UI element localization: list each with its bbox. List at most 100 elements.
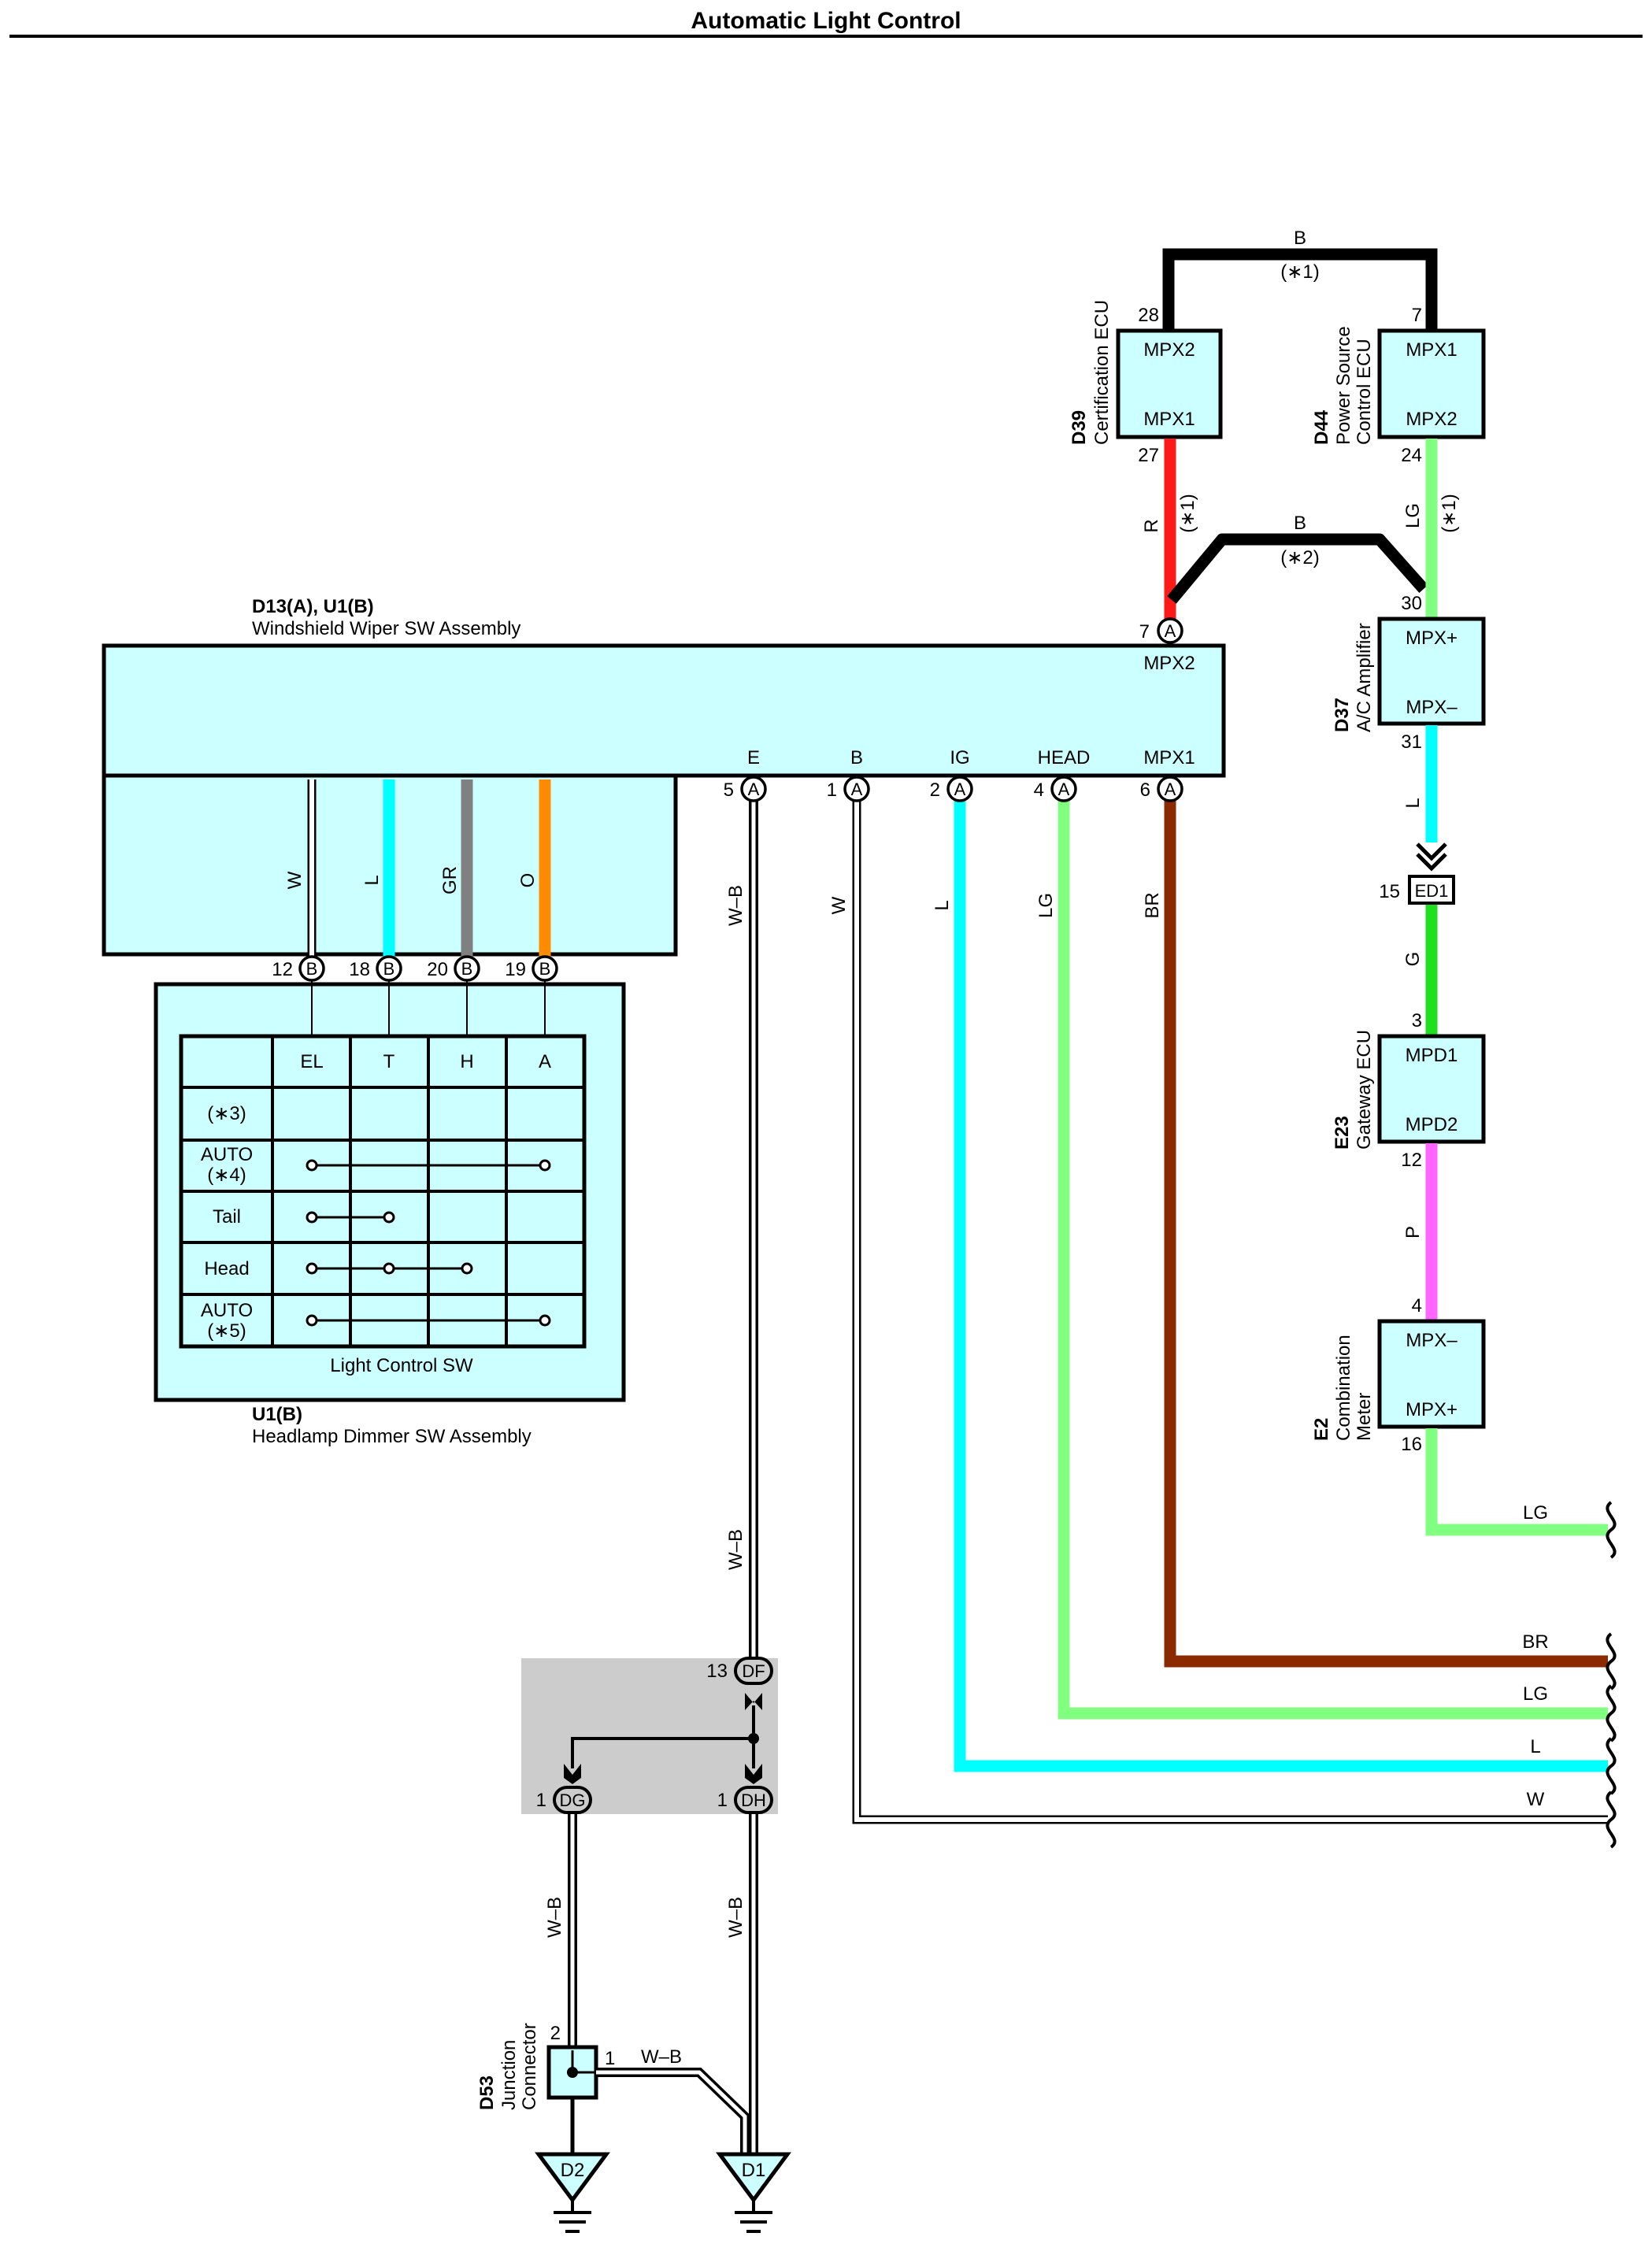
wire-b-bus: B (∗1) <box>1162 228 1438 331</box>
wire-w: W W <box>828 798 1608 1824</box>
pin-e-conn: A <box>748 779 760 799</box>
ground-d2-label: D2 <box>561 2160 585 2181</box>
wire-label-r: R <box>1141 519 1162 532</box>
dimmer-pin-19: B 19 <box>505 955 558 982</box>
wire-lg: LG LG <box>1035 798 1608 1720</box>
e2-ref: E2 <box>1311 1418 1332 1441</box>
pin-b-num: 1 <box>827 779 837 801</box>
d53-pin-b: 1 <box>605 2048 615 2069</box>
pin-mpx2-num: 7 <box>1139 621 1150 642</box>
combination-meter: MPX– MPX+ 4 16 E2 Combination Meter <box>1311 1295 1486 1455</box>
dg-label: DG <box>560 1790 586 1810</box>
term-mpx2: MPX2 <box>1143 653 1195 674</box>
wire-l-amp: L <box>1402 725 1438 842</box>
d37-pin-top: 30 <box>1401 593 1422 614</box>
wire-label-lg: LG <box>1035 893 1057 918</box>
d37-ref: D37 <box>1332 698 1353 732</box>
row-auto5-label-1: AUTO <box>201 1300 253 1321</box>
wire-label-b-top: B <box>1294 228 1306 249</box>
df-pin: 13 <box>706 1661 728 1682</box>
e2-name-1: Combination <box>1333 1335 1354 1441</box>
ground-d2: D2 <box>535 2152 610 2233</box>
pin-mpx1-conn: A <box>1165 779 1176 799</box>
e2-term-top: MPX– <box>1406 1330 1458 1351</box>
d37-term-bottom: MPX– <box>1406 697 1458 718</box>
d37-pin-bottom: 31 <box>1401 731 1422 753</box>
wire-br: BR BR <box>1142 798 1608 1668</box>
wire-label-wb-2: W–B <box>725 1529 746 1570</box>
wire-r: R (∗1) <box>1141 439 1198 620</box>
pin-e: A 5 <box>724 776 767 802</box>
wire-label-br: BR <box>1142 892 1163 918</box>
wire-label-w: W <box>828 896 850 914</box>
pin-head-conn: A <box>1058 779 1070 799</box>
d53-name-1: Junction <box>498 2040 520 2110</box>
wire-label-wb-4: W–B <box>725 1897 746 1938</box>
wiper-assembly-name: Windshield Wiper SW Assembly <box>252 618 520 639</box>
df-label: DF <box>742 1661 765 1681</box>
switch-row-head <box>306 1262 473 1275</box>
note-1-top: (∗1) <box>1280 261 1319 283</box>
col-el: EL <box>300 1051 323 1072</box>
power-source-control-ecu: MPX1 MPX2 7 24 D44 Power Source Control … <box>1311 305 1486 466</box>
e23-ref: E23 <box>1332 1116 1353 1150</box>
d53-ref: D53 <box>476 2076 498 2110</box>
col-h: H <box>460 1051 473 1072</box>
cont-br: BR <box>1522 1631 1548 1653</box>
e2-pin-bottom: 16 <box>1401 1434 1422 1455</box>
d44-name-2: Control ECU <box>1354 339 1375 445</box>
ground-d1-label: D1 <box>742 2160 766 2181</box>
dimmer-pin-12: B 12 <box>272 955 325 982</box>
row-auto4-label-2: (∗4) <box>207 1165 246 1186</box>
switch-row-auto5 <box>306 1314 551 1327</box>
pin-mpx1: A 6 <box>1140 776 1183 802</box>
row-3-label: (∗3) <box>207 1103 246 1124</box>
wire-wb-e: W–B W–B <box>725 798 758 1658</box>
wire-label-b-mid: B <box>1294 513 1306 534</box>
pin-ig: A 2 <box>930 776 973 802</box>
cont-w: W <box>1527 1789 1545 1810</box>
e2-name-2: Meter <box>1354 1393 1375 1441</box>
d44-term-top: MPX1 <box>1406 339 1457 361</box>
splice-area: DF 13 DG 1 DH 1 <box>521 1657 778 1814</box>
pin-mpx2: A 7 <box>1139 617 1183 644</box>
cont-l: L <box>1530 1736 1540 1757</box>
pin-ig-num: 2 <box>930 779 940 801</box>
switch-row-auto4 <box>306 1159 551 1172</box>
pin-head: A 4 <box>1034 776 1077 802</box>
dimmer-pin-18: B 18 <box>349 955 402 982</box>
gateway-ecu: MPD1 MPD2 3 12 E23 Gateway ECU <box>1332 1010 1486 1171</box>
wire-lg-meter: LG <box>1425 1428 1608 1536</box>
e23-name: Gateway ECU <box>1354 1030 1375 1150</box>
pin-head-num: 4 <box>1034 779 1044 801</box>
wiper-assembly-ref: D13(A), U1(B) <box>252 596 374 617</box>
d39-pin-bottom: 27 <box>1138 445 1159 466</box>
term-ig: IG <box>950 747 969 768</box>
ed1-label: ED1 <box>1415 881 1449 901</box>
inner-label-gr: GR <box>439 866 461 894</box>
pin-e-num: 5 <box>724 779 734 801</box>
ed1-pin: 15 <box>1379 881 1400 902</box>
diagram-title: Automatic Light Control <box>691 8 961 34</box>
dh-label: DH <box>741 1790 766 1810</box>
wire-label-wb-3: W–B <box>544 1897 565 1938</box>
dimmer-pin-12-conn: B <box>306 959 318 979</box>
wire-label-p: P <box>1402 1226 1424 1239</box>
inner-label-l: L <box>361 875 383 885</box>
wire-b-mid: B (∗2) <box>1167 513 1428 604</box>
e2-pin-top: 4 <box>1412 1295 1422 1316</box>
e23-term-top: MPD1 <box>1406 1045 1458 1066</box>
note-1-r: (∗1) <box>1177 494 1198 532</box>
d44-term-bottom: MPX2 <box>1406 409 1457 430</box>
row-tail-label: Tail <box>213 1206 241 1228</box>
ac-amplifier: MPX+ MPX– 30 31 D37 A/C Amplifier <box>1332 593 1486 753</box>
term-e: E <box>747 747 760 768</box>
wire-wb-jog: W–B <box>596 2046 750 2154</box>
wire-g: G <box>1402 905 1438 1036</box>
d39-term-top: MPX2 <box>1143 339 1195 361</box>
junction-connector: 2 1 D53 Junction Connector <box>476 2023 615 2110</box>
pin-mpx2-conn: A <box>1165 621 1176 641</box>
cont-lg-meter: LG <box>1523 1502 1548 1524</box>
inner-wires: W L GR O <box>284 779 551 959</box>
